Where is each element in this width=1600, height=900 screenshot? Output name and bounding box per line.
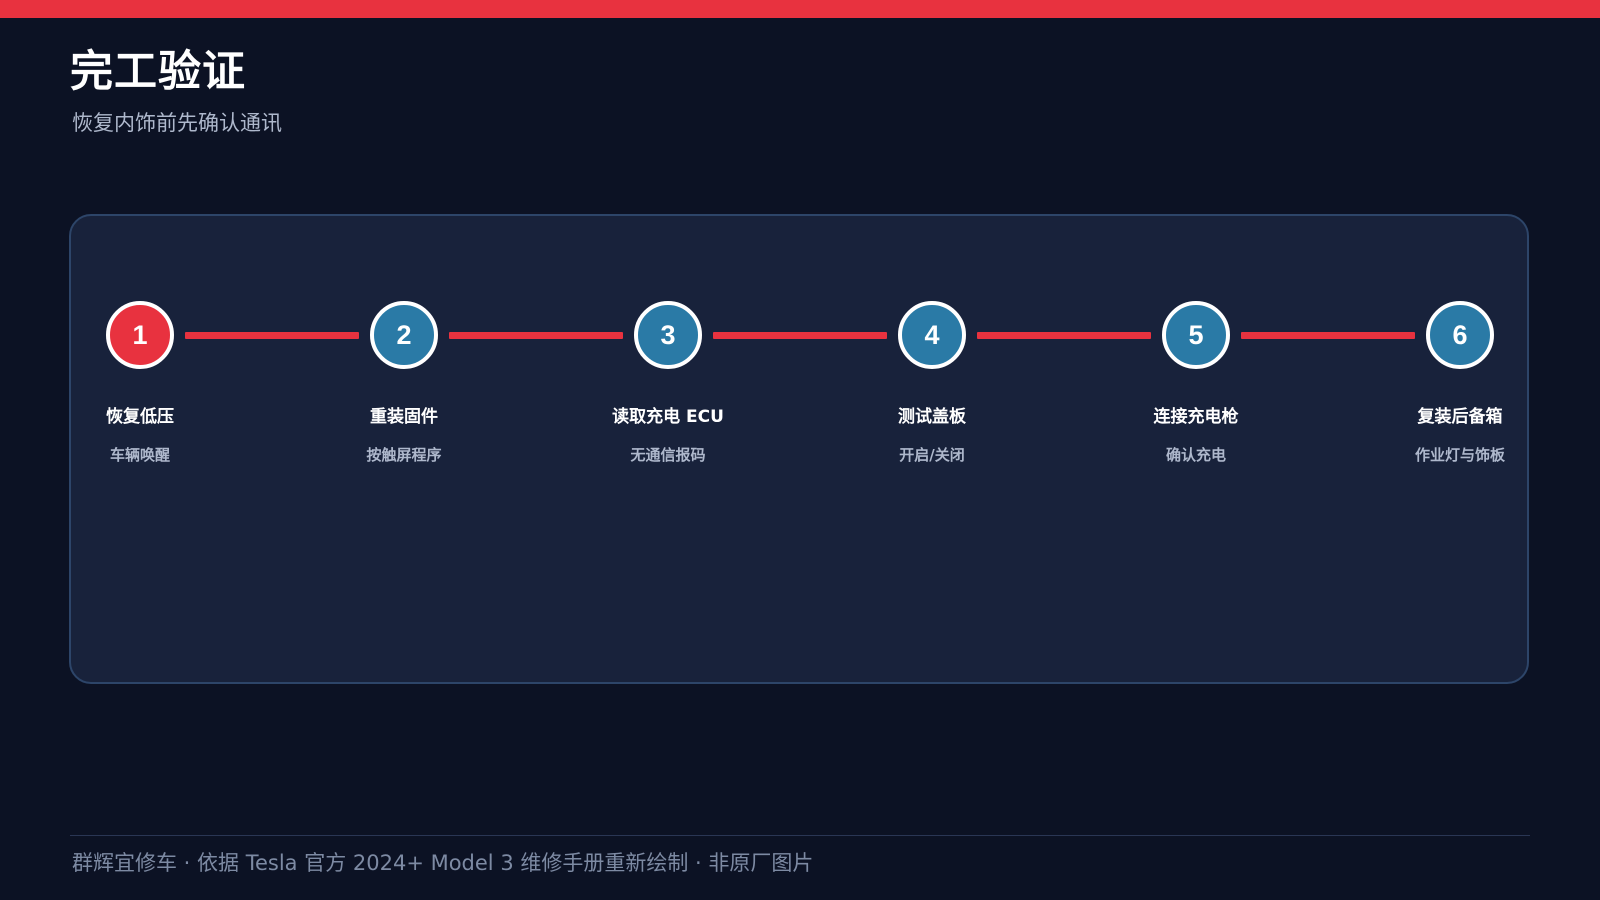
step-6-title: 复装后备箱 (1417, 407, 1503, 427)
step-6-desc: 作业灯与饰板 (1414, 446, 1505, 464)
top-accent-bar (0, 0, 1600, 18)
step-4-title: 测试盖板 (898, 407, 966, 427)
step-5-badge: 5 (1162, 301, 1230, 369)
footer-credit: 群辉宜修车 · 依据 Tesla 官方 2024+ Model 3 维修手册重新… (72, 851, 814, 875)
step-2-desc: 按触屏程序 (366, 446, 442, 464)
step-2-badge: 2 (370, 301, 438, 369)
step-4-badge: 4 (898, 301, 966, 369)
step-1-badge: 1 (106, 301, 174, 369)
step-connector-3-4 (713, 332, 887, 339)
page-subtitle: 恢复内饰前先确认通讯 (72, 111, 282, 135)
step-1-desc: 车辆唤醒 (109, 446, 170, 464)
step-6-badge: 6 (1426, 301, 1494, 369)
step-1-title: 恢复低压 (106, 407, 174, 427)
step-3-title: 读取充电 ECU (612, 407, 724, 427)
step-3-badge: 3 (634, 301, 702, 369)
footer-divider (70, 835, 1530, 836)
step-3-desc: 无通信报码 (630, 446, 706, 464)
step-5-desc: 确认充电 (1165, 446, 1226, 464)
step-connector-4-5 (977, 332, 1151, 339)
page-title: 完工验证 (70, 47, 246, 97)
process-steps-panel (69, 214, 1529, 684)
step-connector-5-6 (1241, 332, 1415, 339)
step-5-title: 连接充电枪 (1153, 407, 1239, 427)
step-connector-2-3 (449, 332, 623, 339)
step-4-desc: 开启/关闭 (899, 446, 965, 464)
step-2-title: 重装固件 (370, 407, 438, 427)
step-connector-1-2 (185, 332, 359, 339)
